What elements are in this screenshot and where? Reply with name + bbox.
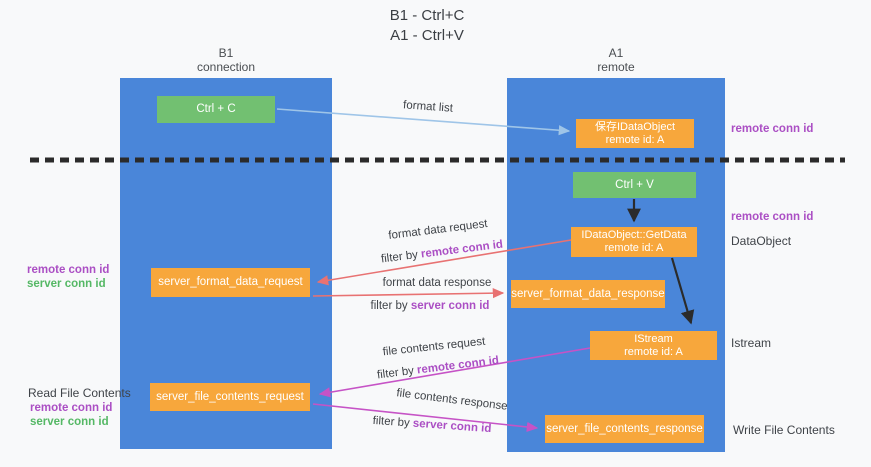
filter-by-server-conn-id-label-1: filter by server conn id [371, 300, 490, 312]
filter-by-text: filter by [370, 300, 411, 312]
lane-b1-role: connection [196, 60, 256, 74]
ctrl-c-box: Ctrl + C [157, 96, 275, 123]
server-file-contents-response-label: server_file_contents_response [546, 422, 703, 435]
istream-line1: IStream [634, 332, 673, 345]
format-data-response-label: format data response [382, 277, 492, 289]
format-data-request-label: format data request [387, 217, 489, 243]
ctrl-c-label: Ctrl + C [196, 103, 236, 115]
getdata-line1: IDataObject::GetData [581, 229, 687, 241]
istream-line2: remote id: A [624, 345, 683, 358]
remote-conn-id-text: remote conn id [416, 354, 500, 377]
save-idataobject-line1: 保存IDataObject [594, 120, 676, 133]
left-server-conn-id-2: server conn id [30, 416, 109, 428]
write-file-contents-label: Write File Contents [733, 423, 835, 437]
server-file-contents-request-label: server_file_contents_request [156, 390, 304, 403]
left-server-conn-id-1: server conn id [27, 278, 106, 290]
server-format-data-response-label: server_format_data_response [511, 287, 665, 300]
right-remote-conn-id-mid: remote conn id [731, 211, 814, 223]
idataobject-getdata-box: IDataObject::GetData remote id: A [571, 227, 697, 257]
save-idataobject-box: 保存IDataObject remote id: A [576, 119, 694, 148]
filter-by-text: filter by [372, 414, 414, 430]
istream-box: IStream remote id: A [590, 331, 717, 360]
dataobject-label: DataObject [731, 234, 792, 248]
lane-a1-name: A1 [608, 46, 624, 60]
file-contents-response-label: file contents response [395, 387, 509, 413]
ctrl-v-label: Ctrl + V [615, 178, 654, 191]
lane-header-b1: B1 connection [120, 46, 332, 74]
lane-header-a1: A1 remote [507, 46, 725, 74]
server-conn-id-text: server conn id [410, 300, 490, 312]
filter-by-remote-conn-id-label-2: filter by remote conn id [376, 355, 499, 382]
diagram-title: B1 - Ctrl+C A1 - Ctrl+V [307, 6, 547, 46]
lane-a1-role: remote [597, 60, 635, 74]
server-format-data-request-label: server_format_data_request [158, 276, 303, 288]
server-conn-id-text: server conn id [412, 417, 492, 436]
right-remote-conn-id-top: remote conn id [731, 123, 814, 135]
format-data-response-arrow [312, 288, 505, 299]
remote-conn-id-text: remote conn id [420, 238, 504, 261]
title-line-1: B1 - Ctrl+C [389, 7, 465, 24]
filter-by-remote-conn-id-label-1: filter by remote conn id [380, 239, 503, 266]
title-line-2: A1 - Ctrl+V [390, 27, 464, 44]
read-file-contents-label: Read File Contents [28, 386, 131, 400]
left-conn-id-stack-1: remote conn id server conn id [27, 263, 110, 291]
getdata-line2: remote id: A [604, 242, 664, 254]
filter-by-server-conn-id-label-2: filter by server conn id [372, 415, 491, 435]
format-list-label: format list [402, 99, 454, 115]
file-contents-request-label: file contents request [382, 335, 486, 359]
lane-b1-name: B1 [218, 46, 234, 60]
server-format-data-request-box: server_format_data_request [151, 268, 310, 297]
save-idataobject-line2: remote id: A [605, 133, 665, 146]
server-file-contents-response-box: server_file_contents_response [545, 415, 704, 443]
istream-side-label: Istream [731, 336, 772, 350]
ctrl-v-box: Ctrl + V [573, 172, 696, 198]
left-remote-conn-id-1: remote conn id [27, 264, 110, 276]
server-file-contents-request-box: server_file_contents_request [150, 383, 310, 411]
filter-by-text: filter by [376, 364, 418, 382]
left-conn-id-stack-2: remote conn id server conn id [30, 401, 113, 429]
filter-by-text: filter by [380, 248, 422, 266]
left-remote-conn-id-2: remote conn id [30, 402, 113, 414]
server-format-data-response-box: server_format_data_response [511, 280, 665, 308]
